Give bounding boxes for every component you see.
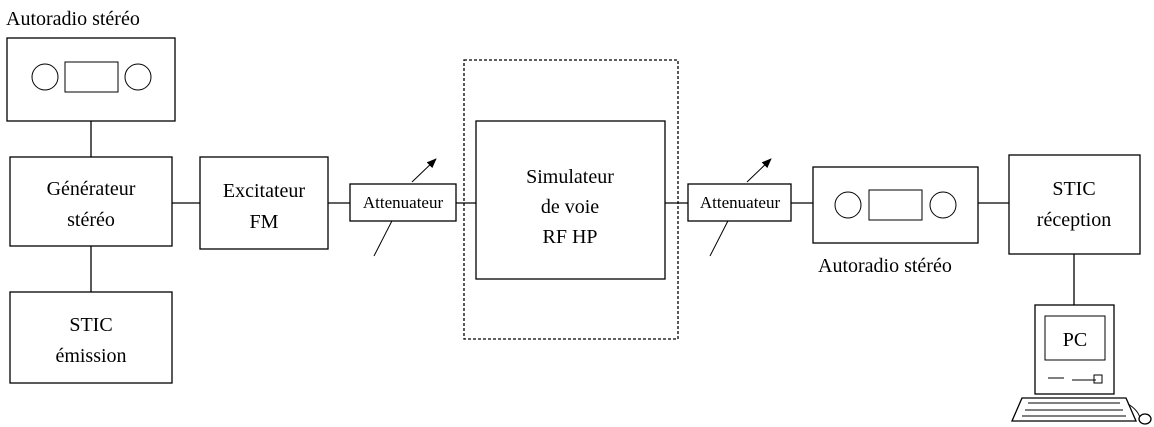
attenuateur-left-label: Attenuateur	[363, 193, 444, 212]
display-icon	[64, 61, 119, 93]
autoradio-right-caption: Autoradio stéréo	[818, 255, 952, 277]
simulateur-line1: Simulateur	[526, 166, 614, 188]
knob-right-icon	[929, 191, 957, 219]
autoradio-left	[6, 37, 176, 122]
pc-label: PC	[1063, 329, 1087, 351]
stic-reception-box: STIC réception	[1008, 154, 1141, 255]
generateur-line2: stéréo	[67, 209, 115, 231]
generateur-line1: Générateur	[47, 178, 136, 200]
attenuateur-right-label: Attenuateur	[700, 193, 781, 212]
stic-emission-line2: émission	[55, 345, 126, 367]
stic-emission-line1: STIC	[69, 314, 112, 336]
stic-reception-line2: réception	[1037, 209, 1111, 231]
attenuateur-right-arrow-icon	[746, 158, 772, 183]
autoradio-left-caption: Autoradio stéréo	[6, 8, 140, 30]
excitateur-fm-box: Excitateur FM	[199, 156, 329, 250]
excitateur-line1: Excitateur	[223, 180, 306, 202]
knob-left-icon	[834, 191, 862, 219]
simulateur-line3: RF HP	[542, 226, 597, 248]
stic-emission-box: STIC émission	[9, 291, 173, 384]
knob-left-icon	[31, 63, 59, 91]
simulateur-line2: de voie	[541, 196, 599, 218]
attenuateur-left: Attenuateur	[349, 158, 457, 257]
stic-reception-line1: STIC	[1052, 178, 1095, 200]
attenuateur-left-arrow-icon	[411, 158, 437, 183]
knob-right-icon	[124, 63, 152, 91]
connection-lines	[90, 121, 1075, 305]
display-icon	[868, 189, 923, 221]
attenuateur-right: Attenuateur	[687, 158, 792, 257]
excitateur-line2: FM	[250, 211, 279, 233]
generateur-stereo-box: Générateur stéréo	[9, 156, 173, 247]
autoradio-right	[812, 166, 979, 244]
pc-screen	[1044, 315, 1106, 361]
simulateur-enclosure	[463, 59, 679, 340]
pc-computer-icon: PC	[1011, 304, 1152, 425]
simulateur-box: Simulateur de voie RF HP	[475, 120, 666, 280]
mouse-icon	[1138, 413, 1152, 425]
